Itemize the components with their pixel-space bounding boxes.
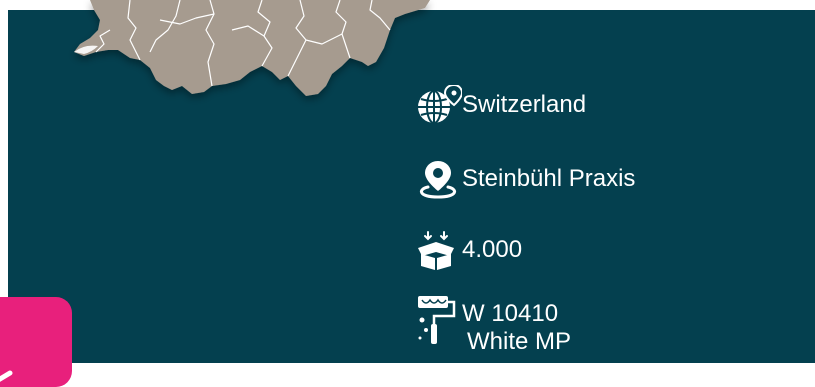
corner-badge — [0, 297, 72, 387]
paint-name: White MP — [467, 328, 572, 355]
map-shape — [74, 0, 430, 96]
content-panel — [8, 10, 815, 363]
paint-code: W 10410 — [462, 300, 559, 327]
paint-text: W 10410 White MP — [462, 300, 571, 356]
location-text: Steinbühl Praxis — [462, 165, 636, 192]
country-text: Switzerland — [462, 91, 587, 118]
map-pin-icon — [414, 159, 462, 199]
switzerland-map — [74, 0, 430, 96]
map-lake — [74, 45, 98, 54]
location-row: Steinbühl Praxis — [414, 159, 635, 199]
map-borders — [95, 0, 391, 87]
country-row: Switzerland — [414, 85, 586, 125]
box-icon — [414, 230, 462, 270]
paint-roller-icon — [414, 296, 462, 344]
quantity-text: 4.000 — [462, 236, 523, 263]
globe-pin-icon — [414, 85, 462, 125]
quantity-row: 4.000 — [414, 230, 522, 270]
badge-glyph-icon — [0, 370, 13, 382]
paint-row: W 10410 White MP — [414, 296, 571, 356]
